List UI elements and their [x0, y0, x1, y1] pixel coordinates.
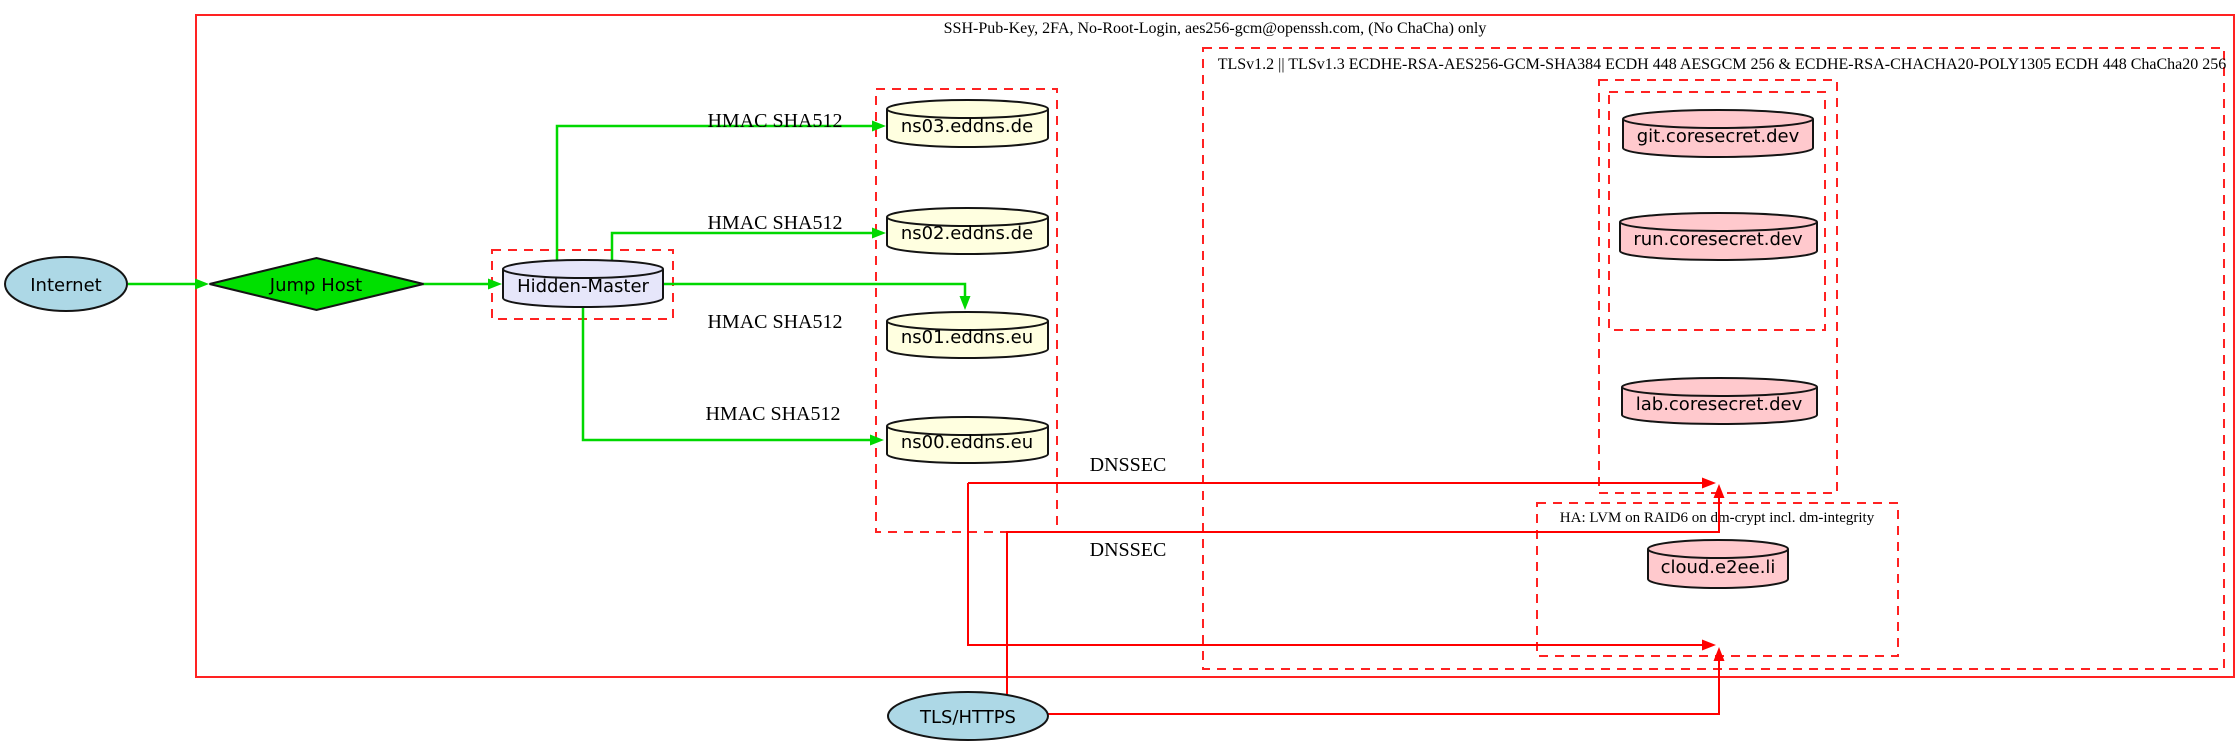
- ns03-label: ns03.eddns.de: [901, 116, 1033, 137]
- cloud-node: [1647, 539, 1789, 589]
- arrowhead-internet-jumphost: [195, 278, 209, 290]
- edge-hiddenmaster-ns03: [555, 124, 873, 260]
- arrowhead-jumphost-hiddenmaster: [488, 278, 502, 290]
- edge-label-hmac-ns00: HMAC SHA512: [705, 403, 840, 425]
- ha-zone-label: HA: LVM on RAID6 on dm-crypt incl. dm-in…: [1560, 510, 1875, 526]
- ns01-label: ns01.eddns.eu: [901, 327, 1033, 348]
- hidden-master-node: [502, 259, 664, 308]
- ns01-node: [886, 311, 1049, 359]
- run-label: run.coresecret.dev: [1633, 229, 1803, 250]
- lab-node: [1621, 377, 1818, 425]
- git-node-lid: [1622, 118, 1814, 129]
- git-node: [1622, 109, 1814, 158]
- ns02-label: ns02.eddns.de: [901, 223, 1033, 244]
- ns00-node-lid: [886, 425, 1049, 436]
- edge-dnssec-ha: [967, 483, 1703, 646]
- cloud-node-lid: [1647, 548, 1789, 559]
- edge-label-hmac-ns03: HMAC SHA512: [707, 110, 842, 132]
- run-node-lid: [1619, 221, 1818, 232]
- ns03-node-lid: [886, 108, 1049, 119]
- tls-zone-label: TLSv1.2 || TLSv1.3 ECDHE-RSA-AES256-GCM-…: [1218, 56, 2227, 73]
- tls-https-node: [887, 691, 1049, 741]
- edge-tls-coresecret: [1006, 497, 1720, 695]
- arrowhead-tls-ha: [1713, 647, 1725, 661]
- cluster-tls-zone-box: [1202, 47, 2225, 670]
- edge-hiddenmaster-ns00: [581, 307, 871, 442]
- ns00-node: [886, 416, 1049, 464]
- cluster-eddns-box: [875, 88, 1058, 533]
- cluster-ssh-zone-box: [195, 14, 2235, 678]
- jump-host-label: Jump Host: [269, 275, 362, 296]
- internet-label: Internet: [30, 275, 101, 296]
- ns03-node: [886, 99, 1049, 148]
- jump-host-node: [209, 256, 424, 312]
- ns02-node: [886, 207, 1049, 255]
- arrowhead-hiddenmaster-ns03: [872, 120, 886, 132]
- arrowhead-dnssec-ha: [1702, 639, 1716, 651]
- arrowhead-hiddenmaster-ns01: [959, 296, 971, 310]
- ns00-label: ns00.eddns.eu: [901, 432, 1033, 453]
- git-label: git.coresecret.dev: [1637, 126, 1800, 147]
- edge-hiddenmaster-ns02: [610, 231, 873, 260]
- edge-label-dnssec-bottom: DNSSEC: [1090, 539, 1167, 561]
- arrowhead-hiddenmaster-ns02: [872, 227, 886, 239]
- edge-hiddenmaster-ns01: [663, 282, 967, 297]
- cloud-label: cloud.e2ee.li: [1661, 557, 1776, 578]
- edge-label-hmac-ns02: HMAC SHA512: [707, 212, 842, 234]
- lab-label: lab.coresecret.dev: [1636, 394, 1803, 415]
- edge-label-dnssec-top: DNSSEC: [1090, 454, 1167, 476]
- edge-tls-ha: [1048, 660, 1720, 715]
- edge-label-hmac-ns01: HMAC SHA512: [707, 311, 842, 333]
- run-node: [1619, 212, 1818, 261]
- ssh-zone-label: SSH-Pub-Key, 2FA, No-Root-Login, aes256-…: [944, 20, 1487, 37]
- ns01-node-lid: [886, 320, 1049, 331]
- lab-node-lid: [1621, 386, 1818, 397]
- hidden-master-label: Hidden-Master: [517, 276, 649, 297]
- arrowhead-tls-coresecret: [1713, 484, 1725, 498]
- ns02-node-lid: [886, 216, 1049, 227]
- arrowhead-dnssec-coresecret: [1702, 477, 1716, 489]
- arrowhead-hiddenmaster-ns00: [870, 434, 884, 446]
- tls-https-label: TLS/HTTPS: [919, 707, 1016, 728]
- internet-node: [4, 256, 128, 312]
- cluster-git-run-box: [1608, 91, 1826, 331]
- hidden-master-node-lid: [502, 268, 664, 279]
